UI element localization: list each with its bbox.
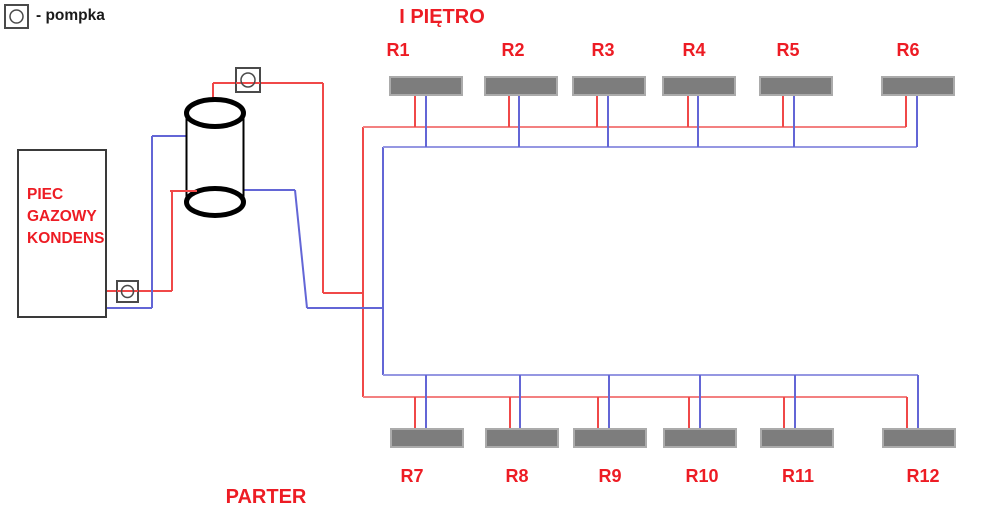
buffer-tank-cylinder: [184, 97, 246, 218]
return-pipes-blue: [106, 95, 919, 429]
radiators-ground-floor: [390, 428, 956, 448]
supply-pipes-red: [106, 82, 908, 429]
radiator-r4: [662, 76, 736, 96]
pump-icon: [116, 280, 139, 303]
radiators-upper-floor: [389, 76, 955, 96]
upper-floor-title: I PIĘTRO: [399, 6, 485, 28]
boiler-label-line3: KONDENS: [27, 230, 105, 247]
radiator-label-r6: R6: [896, 40, 920, 60]
boiler-label-line1: PIEC: [27, 186, 64, 203]
radiator-label-r4: R4: [682, 40, 706, 60]
radiator-label-r12: R12: [906, 466, 940, 486]
radiator-label-r1: R1: [386, 40, 410, 60]
lower-floor-title: PARTER: [225, 486, 307, 508]
radiator-label-r5: R5: [776, 40, 800, 60]
radiator-label-r7: R7: [400, 466, 424, 486]
radiator-label-r3: R3: [591, 40, 615, 60]
legend-pump-label: - pompka: [36, 7, 105, 24]
radiator-r12: [882, 428, 956, 448]
radiator-r6: [881, 76, 955, 96]
radiator-r1: [389, 76, 463, 96]
radiator-r5: [759, 76, 833, 96]
boiler-label-line2: GAZOWY: [27, 208, 97, 225]
radiator-label-r9: R9: [598, 466, 622, 486]
radiator-label-r10: R10: [685, 466, 719, 486]
pump-icon: [4, 4, 29, 29]
radiator-r7: [390, 428, 464, 448]
radiator-label-r2: R2: [501, 40, 525, 60]
radiator-r3: [572, 76, 646, 96]
radiator-r10: [663, 428, 737, 448]
radiator-r8: [485, 428, 559, 448]
radiator-r9: [573, 428, 647, 448]
radiator-label-r8: R8: [505, 466, 529, 486]
radiator-r11: [760, 428, 834, 448]
radiator-label-r11: R11: [781, 466, 815, 486]
pump-icon: [235, 67, 261, 93]
boiler-outline: [17, 149, 107, 318]
radiator-r2: [484, 76, 558, 96]
